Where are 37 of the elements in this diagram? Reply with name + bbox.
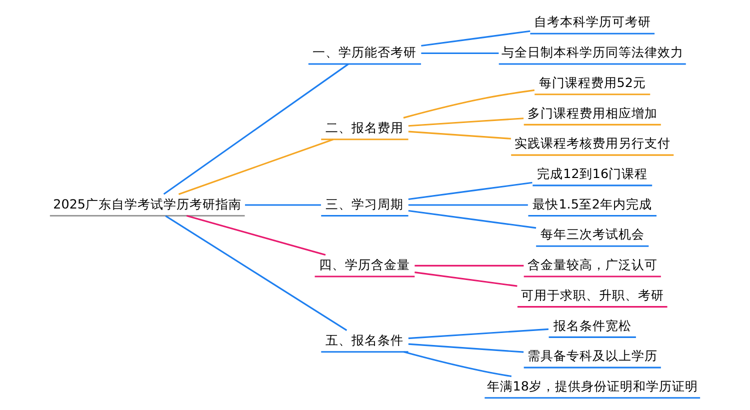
node-text: 二、报名费用 bbox=[326, 120, 404, 135]
connector bbox=[186, 215, 326, 256]
connector bbox=[245, 204, 321, 206]
node-text: 每年三次考试机会 bbox=[540, 226, 644, 242]
node-text: 一、学历能否考研 bbox=[312, 44, 417, 60]
node-text: 报名条件宽松 bbox=[553, 318, 632, 333]
node-text: 含金量较高，广泛认可 bbox=[527, 257, 658, 272]
node-text: 自考本科学历可考研 bbox=[534, 14, 651, 30]
connector bbox=[421, 30, 530, 47]
connector bbox=[414, 272, 518, 287]
connector bbox=[408, 204, 528, 206]
node-text: 年满18岁，提供身份证明和学历证明 bbox=[486, 378, 698, 394]
node-text: 实践课程考核费用另行支付 bbox=[514, 136, 670, 151]
connector bbox=[408, 343, 524, 353]
node-text: 多门课程费用相应增加 bbox=[527, 105, 658, 120]
connector bbox=[403, 89, 535, 119]
connector bbox=[421, 52, 499, 54]
connector bbox=[408, 328, 549, 340]
node-text: 完成12到16门课程 bbox=[537, 166, 648, 181]
connector bbox=[178, 138, 334, 195]
node-text: 与全日制本科学历同等法律效力 bbox=[501, 44, 684, 60]
node-text: 每门课程费用52元 bbox=[538, 74, 646, 90]
connector bbox=[163, 63, 349, 195]
node-text: 2025广东自学考试学历考研指南 bbox=[53, 196, 242, 212]
connector bbox=[408, 130, 511, 140]
node-text: 三、学习周期 bbox=[326, 196, 404, 212]
connector bbox=[404, 351, 512, 378]
node-text: 五、报名条件 bbox=[326, 332, 404, 348]
node-text: 需具备专科及以上学历 bbox=[527, 348, 658, 364]
connector bbox=[408, 210, 536, 229]
connector bbox=[165, 215, 348, 331]
connector bbox=[414, 264, 524, 266]
connector bbox=[408, 118, 524, 127]
node-text: 可用于求职、升职、考研 bbox=[520, 287, 664, 302]
connector bbox=[408, 182, 532, 200]
node-text: 最快1.5至2年内完成 bbox=[532, 196, 652, 212]
node-text: 四、学历含金量 bbox=[319, 257, 410, 272]
